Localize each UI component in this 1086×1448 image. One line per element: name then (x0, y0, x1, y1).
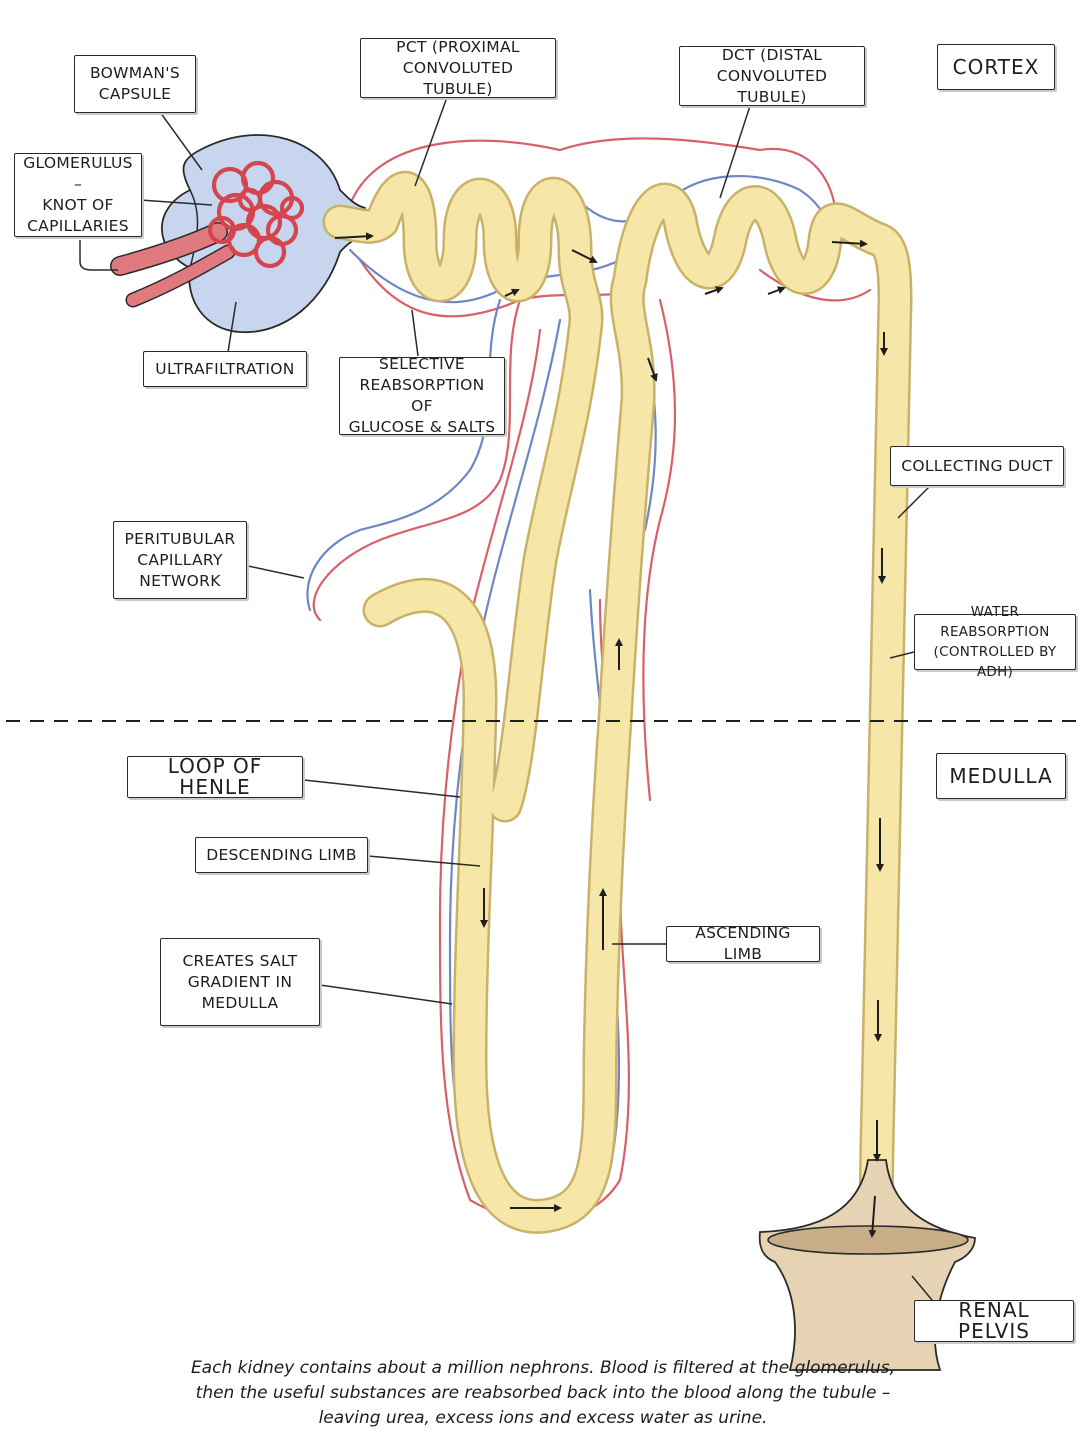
label-salt-gradient: CREATES SALT GRADIENT IN MEDULLA (160, 938, 320, 1026)
label-dct: DCT (DISTAL CONVOLUTED TUBULE) (679, 46, 865, 106)
label-peritubular-network: PERITUBULAR CAPILLARY NETWORK (113, 521, 247, 599)
label-cortex: CORTEX (937, 44, 1055, 90)
renal-tubule (322, 171, 913, 1258)
caption-line-2: then the useful substances are reabsorbe… (195, 1383, 891, 1403)
label-glomerulus: GLOMERULUS – KNOT OF CAPILLARIES (14, 153, 142, 237)
label-selective-reabsorption: SELECTIVE REABSORPTION OF GLUCOSE & SALT… (339, 355, 505, 436)
leader-lines (79, 99, 933, 1301)
label-bowmans-capsule: BOWMAN'S CAPSULE (74, 55, 196, 113)
caption: Each kidney contains about a million nep… (60, 1356, 1026, 1431)
label-collecting-duct: COLLECTING DUCT (890, 446, 1064, 486)
caption-line-1: Each kidney contains about a million nep… (190, 1358, 896, 1378)
label-water-reabsorption: WATER REABSORPTION (CONTROLLED BY ADH) (914, 604, 1076, 680)
afferent-efferent-arterioles (110, 222, 236, 308)
label-renal-pelvis: RENAL PELVIS (914, 1300, 1074, 1342)
label-descending-limb: DESCENDING LIMB (195, 837, 368, 873)
label-medulla: MEDULLA (936, 753, 1066, 799)
label-ascending-limb: ASCENDING LIMB (666, 924, 820, 963)
label-loop-of-henle: LOOP OF HENLE (127, 756, 303, 798)
label-pct: PCT (PROXIMAL CONVOLUTED TUBULE) (360, 38, 556, 98)
caption-line-3: leaving urea, excess ions and excess wat… (318, 1408, 768, 1428)
glomerulus (207, 160, 305, 269)
label-ultrafiltration: ULTRAFILTRATION (143, 351, 307, 387)
flow-arrows (334, 232, 888, 1238)
